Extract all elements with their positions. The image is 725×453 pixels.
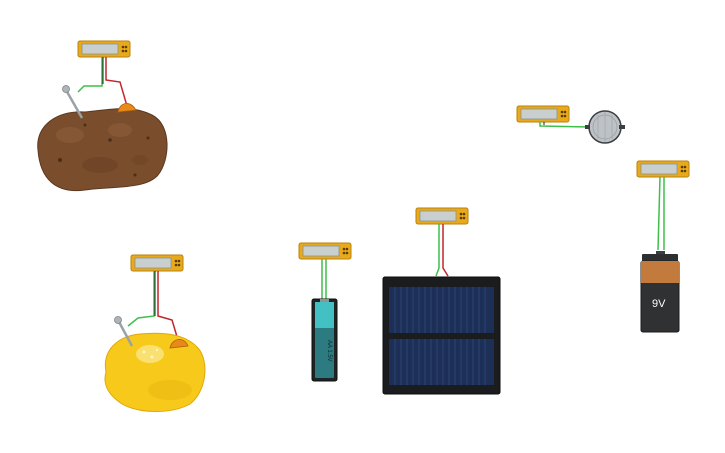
zinc-nail [64, 89, 84, 119]
copper-electrode [169, 339, 189, 349]
multimeter[interactable] [516, 105, 570, 123]
copper-electrode [117, 103, 137, 113]
nine-volt-battery[interactable]: 9V [636, 160, 690, 333]
multimeter[interactable] [636, 160, 690, 178]
lemon [104, 332, 206, 412]
multimeter[interactable] [415, 207, 469, 225]
nine-volt-label: 9V [652, 298, 666, 310]
aa-battery-label: AA 1.5V [326, 340, 332, 362]
multimeter[interactable] [130, 254, 184, 272]
multimeter[interactable] [298, 242, 352, 260]
red-probe-wire [105, 57, 128, 107]
zinc-nail [116, 319, 134, 347]
lemon-battery[interactable] [104, 254, 206, 412]
potato [37, 108, 168, 192]
coin-cell[interactable] [516, 105, 625, 144]
multimeter[interactable] [77, 40, 131, 58]
solar-panel[interactable] [382, 207, 501, 395]
aa-battery[interactable]: AA 1.5V [298, 242, 352, 382]
green-probe-wire [77, 57, 103, 93]
potato-battery[interactable] [37, 40, 168, 192]
